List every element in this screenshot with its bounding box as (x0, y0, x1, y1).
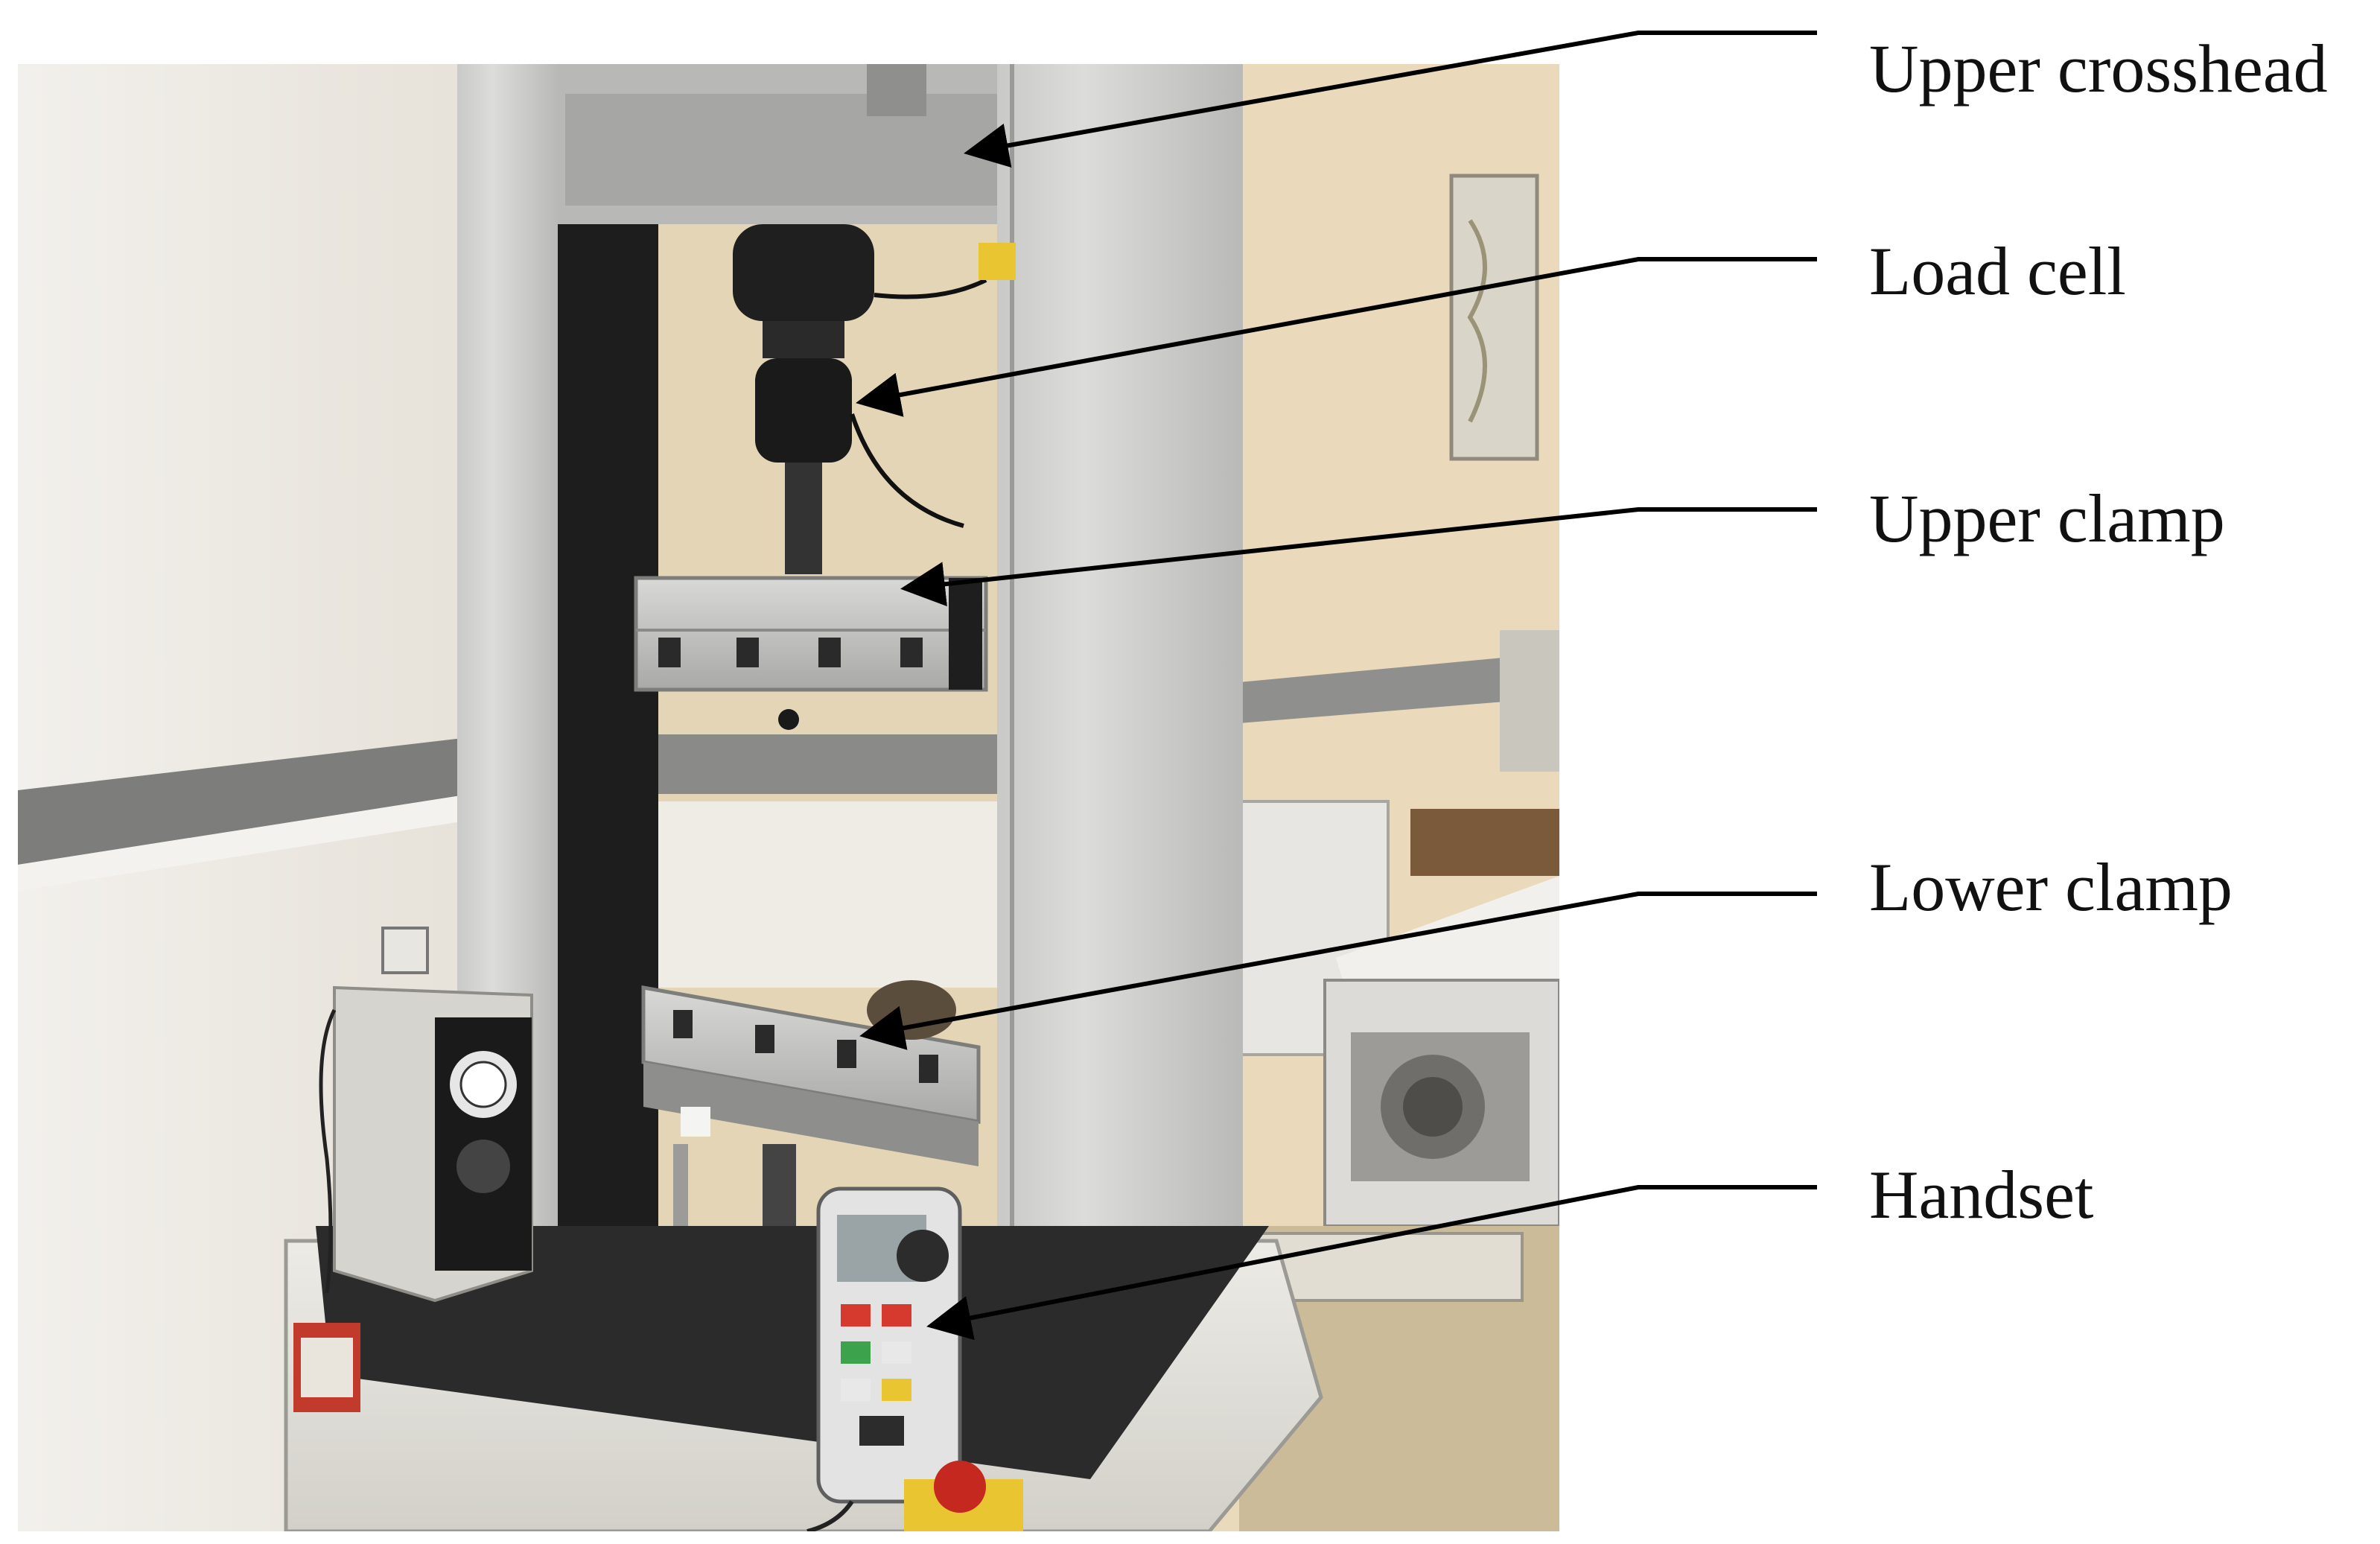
label-upper-clamp: Upper clamp (1869, 480, 2225, 556)
label-lower-clamp: Lower clamp (1869, 849, 2233, 925)
controller-box (319, 927, 533, 1303)
testing-machine-photo (18, 64, 1559, 1531)
upper-crosshead (550, 64, 1027, 224)
label-upper-crosshead: Upper crosshead (1869, 31, 2328, 107)
right-column (997, 64, 1243, 1420)
label-handset: Handset (1869, 1157, 2094, 1233)
emergency-stop (904, 1461, 1023, 1531)
label-load-cell: Load cell (1869, 233, 2126, 309)
column-cover (554, 224, 658, 1274)
wall-poster (1449, 174, 1539, 461)
load-cell (733, 224, 1016, 574)
